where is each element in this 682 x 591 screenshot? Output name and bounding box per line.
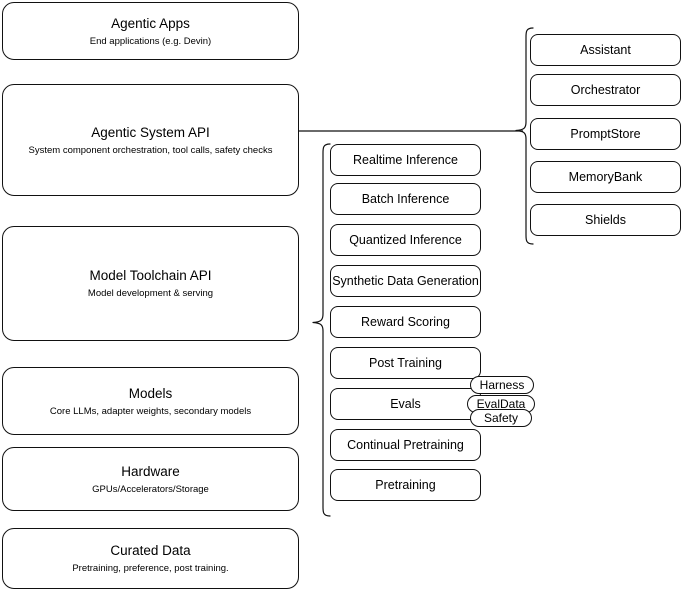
system-pill-memorybank[interactable]: MemoryBank [530, 161, 681, 193]
layer-subtitle: Pretraining, preference, post training. [72, 563, 229, 574]
pill-label: Synthetic Data Generation [332, 274, 479, 288]
brace-system-components [513, 26, 535, 246]
toolchain-pill-realtime-inference[interactable]: Realtime Inference [330, 144, 481, 176]
layer-subtitle: End applications (e.g. Devin) [89, 35, 212, 47]
layer-box-hardware[interactable]: Hardware GPUs/Accelerators/Storage [2, 447, 299, 511]
layer-title: Models [128, 385, 173, 401]
layer-title: Agentic System API [91, 124, 210, 140]
pill-label: Pretraining [375, 478, 436, 492]
layer-subtitle: Model development & serving [87, 288, 214, 299]
pill-label: Quantized Inference [349, 233, 462, 247]
layer-box-curated-data[interactable]: Curated Data Pretraining, preference, po… [2, 528, 299, 589]
layer-title: Curated Data [110, 543, 191, 558]
toolchain-pill-batch-inference[interactable]: Batch Inference [330, 183, 481, 215]
pill-label: Post Training [369, 356, 442, 370]
brace-toolchain [310, 142, 332, 518]
toolchain-pill-post-training[interactable]: Post Training [330, 347, 481, 379]
pill-label: MemoryBank [568, 170, 643, 184]
pill-label: Evals [390, 397, 421, 411]
toolchain-pill-synthetic-data-generation[interactable]: Synthetic Data Generation [330, 265, 481, 297]
evals-badge-harness[interactable]: Harness [470, 376, 534, 394]
layer-title: Agentic Apps [111, 15, 190, 31]
badge-label: Safety [483, 411, 519, 425]
layer-box-agentic-system-api[interactable]: Agentic System API System component orch… [2, 84, 299, 196]
toolchain-pill-quantized-inference[interactable]: Quantized Inference [330, 224, 481, 256]
pill-label: PromptStore [570, 127, 641, 141]
pill-label: Realtime Inference [353, 153, 458, 167]
system-pill-promptstore[interactable]: PromptStore [530, 118, 681, 150]
layer-box-models[interactable]: Models Core LLMs, adapter weights, secon… [2, 367, 299, 435]
pill-label: Batch Inference [361, 192, 450, 206]
pill-label: Shields [585, 213, 626, 227]
layer-title: Hardware [121, 463, 180, 479]
system-pill-orchestrator[interactable]: Orchestrator [530, 74, 681, 106]
pill-label: Assistant [580, 43, 631, 57]
pill-label: Orchestrator [570, 83, 641, 97]
toolchain-pill-evals[interactable]: Evals [330, 388, 481, 420]
badge-label: EvalData [476, 397, 526, 411]
evals-badge-safety[interactable]: Safety [470, 409, 532, 427]
badge-label: Harness [479, 378, 525, 392]
toolchain-pill-continual-pretraining[interactable]: Continual Pretraining [330, 429, 481, 461]
layer-subtitle: GPUs/Accelerators/Storage [92, 483, 209, 495]
system-pill-shields[interactable]: Shields [530, 204, 681, 236]
layer-title: Model Toolchain API [89, 268, 212, 283]
toolchain-pill-pretraining[interactable]: Pretraining [330, 469, 481, 501]
toolchain-pill-reward-scoring[interactable]: Reward Scoring [330, 306, 481, 338]
connector-system-api-to-components [299, 124, 525, 138]
layer-box-agentic-apps[interactable]: Agentic Apps End applications (e.g. Devi… [2, 2, 299, 60]
system-pill-assistant[interactable]: Assistant [530, 34, 681, 66]
layer-subtitle: System component orchestration, tool cal… [28, 144, 273, 156]
pill-label: Reward Scoring [361, 315, 450, 329]
pill-label: Continual Pretraining [347, 438, 464, 452]
layer-box-model-toolchain-api[interactable]: Model Toolchain API Model development & … [2, 226, 299, 341]
layer-subtitle: Core LLMs, adapter weights, secondary mo… [49, 405, 252, 417]
